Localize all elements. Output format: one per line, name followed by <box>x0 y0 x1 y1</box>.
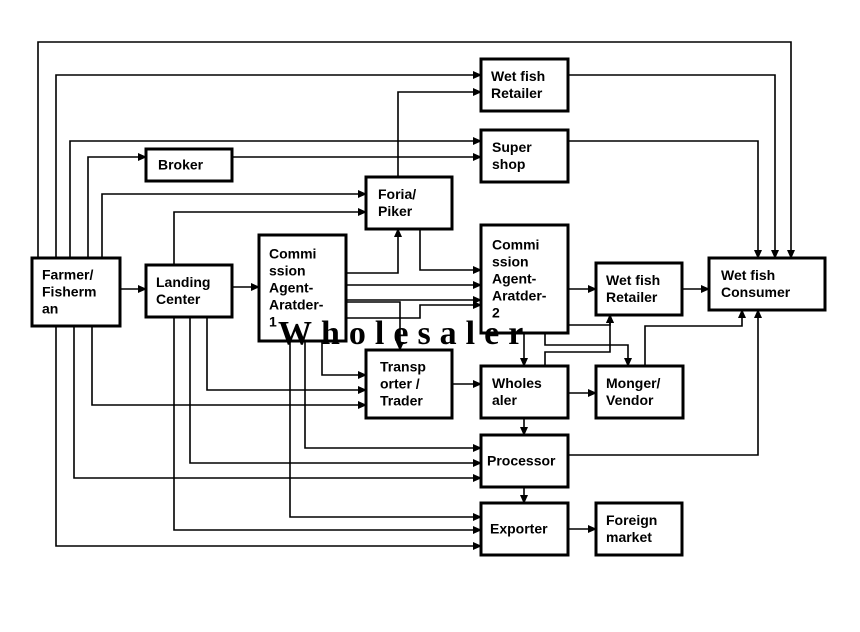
node-box <box>144 147 234 183</box>
flow-arrow <box>568 140 762 259</box>
node-label-line: Fisherm <box>42 284 96 300</box>
node-label-line: aler <box>492 392 517 408</box>
watermark: Wholesaler <box>278 315 532 352</box>
flow-arrow <box>173 317 482 534</box>
flow-arrow <box>101 190 367 258</box>
node-label-line: an <box>42 301 58 317</box>
node-box <box>479 223 570 335</box>
node-box <box>479 57 570 113</box>
node-label-line: Landing <box>156 274 210 290</box>
node-label-line: 1 <box>269 314 277 330</box>
node-label-line: 2 <box>492 305 500 321</box>
flow-arrow <box>321 341 367 379</box>
node-label-line: Center <box>156 291 201 307</box>
node-broker: Broker <box>144 147 234 183</box>
flow-arrow <box>37 41 795 259</box>
node-box <box>479 128 570 184</box>
node-label-line: Transp <box>380 359 426 375</box>
node-box <box>30 256 122 328</box>
node-label-line: Aratder- <box>492 288 547 304</box>
node-label-line: Wet fish <box>491 68 545 84</box>
node-label-line: shop <box>492 156 525 172</box>
node-label-line: Agent- <box>492 271 537 287</box>
node-label-line: Consumer <box>721 284 791 300</box>
flow-arrow <box>73 326 482 482</box>
node-label-line: Piker <box>378 203 413 219</box>
node-label-line: Broker <box>158 157 204 173</box>
flow-arrow <box>289 341 482 521</box>
flow-arrow <box>206 317 367 394</box>
flow-arrow <box>419 229 482 274</box>
node-label-line: Retailer <box>606 289 658 305</box>
flow-arrow <box>544 314 614 366</box>
flow-arrow <box>346 301 482 319</box>
node-label-line: Foreign <box>606 512 657 528</box>
node-wholesaler: Wholesaler <box>479 364 570 420</box>
flow-arrow <box>91 326 367 409</box>
node-label-line: Wet fish <box>606 272 660 288</box>
node-label-line: Vendor <box>606 392 654 408</box>
node-box <box>479 433 570 489</box>
node-label-line: Super <box>492 139 532 155</box>
flow-arrow <box>55 71 482 258</box>
node-label-line: Commi <box>492 237 539 253</box>
node-monger: Monger/Vendor <box>594 364 685 420</box>
node-label-line: Monger/ <box>606 375 661 391</box>
flow-arrow <box>338 228 402 277</box>
node-label-line: market <box>606 529 652 545</box>
node-label-line: Wholes <box>492 375 542 391</box>
flow-arrow <box>189 317 482 467</box>
node-label-line: Wet fish <box>721 267 775 283</box>
flow-arrow <box>304 341 482 452</box>
node-label-line: Farmer/ <box>42 267 93 283</box>
node-box <box>707 256 827 312</box>
node-label-line: Agent- <box>269 280 314 296</box>
node-box <box>594 261 684 317</box>
flow-arrow <box>55 326 482 550</box>
flow-arrow <box>87 153 147 258</box>
flow-arrow <box>69 137 482 258</box>
flow-arrow <box>346 301 404 351</box>
node-box <box>594 364 685 420</box>
node-box <box>364 348 454 420</box>
node-foria: Foria/Piker <box>364 175 454 231</box>
node-label-line: Aratder- <box>269 297 324 313</box>
flow-arrow <box>544 333 632 367</box>
node-label-line: Trader <box>380 393 423 409</box>
node-label-line: Commi <box>269 246 316 262</box>
node-label-line: Processor <box>487 453 556 469</box>
flow-arrow <box>397 88 482 177</box>
flow-arrow <box>568 74 779 259</box>
flow-arrows <box>37 41 795 550</box>
node-label-line: ssion <box>269 263 306 279</box>
node-box <box>479 501 570 557</box>
node-box <box>257 233 348 343</box>
flow-arrow <box>644 309 746 366</box>
node-box <box>144 263 234 319</box>
node-exporter: Exporter <box>479 501 570 557</box>
node-label-line: orter / <box>380 376 420 392</box>
node-box <box>594 501 684 557</box>
node-box <box>364 175 454 231</box>
node-label-line: ssion <box>492 254 529 270</box>
node-label-line: Retailer <box>491 85 543 101</box>
flow-arrow <box>173 208 367 265</box>
node-label-line: Exporter <box>490 521 548 537</box>
node-label-line: Foria/ <box>378 186 416 202</box>
node-processor: Processor <box>479 433 570 489</box>
node-box <box>479 364 570 420</box>
flow-arrow <box>568 309 762 456</box>
